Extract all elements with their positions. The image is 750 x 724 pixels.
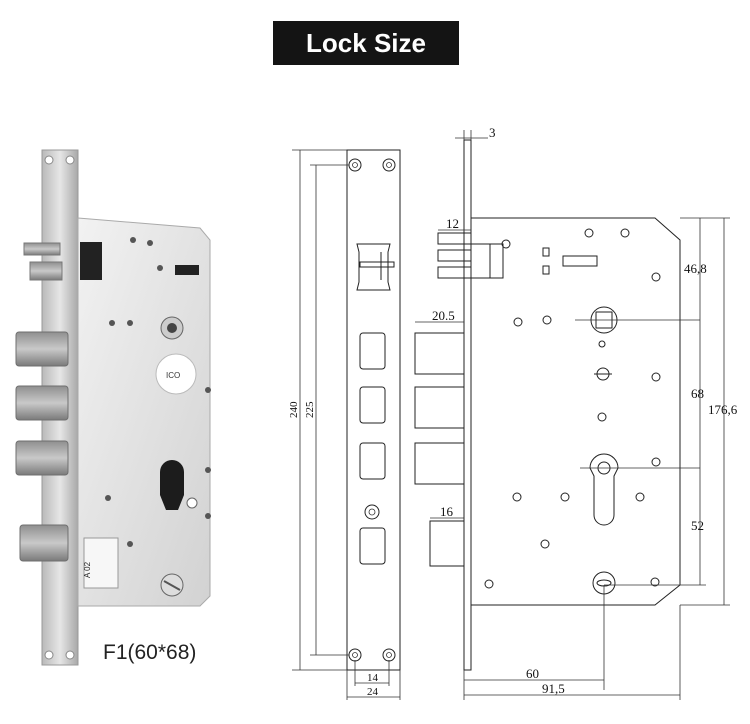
bottom-screw-slot [163, 580, 181, 591]
body-holes [484, 228, 661, 589]
faceplate-hole [44, 155, 54, 165]
faceplate-screw [352, 652, 358, 658]
body-hole [130, 237, 136, 243]
model-label: F1(60*68) [103, 641, 197, 664]
dim-240: 240 [288, 401, 300, 418]
dim-14: 14 [367, 672, 379, 684]
deadbolt [15, 331, 69, 367]
dim-24: 24 [367, 686, 379, 698]
dim-52: 52 [691, 518, 704, 533]
deadbolt [15, 440, 69, 476]
side-deadbolt [414, 332, 465, 375]
dim-68: 68 [691, 386, 704, 401]
latch-pin [359, 261, 395, 268]
side-deadbolt [414, 386, 465, 429]
dim-20-5: 20.5 [432, 308, 455, 323]
dim-16: 16 [440, 504, 454, 519]
side-latch [437, 266, 472, 279]
body-hole [157, 265, 163, 271]
deadbolt [19, 524, 69, 562]
cylinder-hole [160, 460, 184, 510]
faceplate-center-screw [364, 504, 380, 520]
faceplate-hole [44, 650, 54, 660]
latch [29, 261, 63, 281]
dim-3: 3 [489, 125, 496, 140]
brand-sticker-mark: ICO [166, 371, 180, 380]
faceplate-center-screw [368, 508, 376, 516]
faceplate-screw [386, 652, 392, 658]
dim-46-8: 46,8 [684, 261, 707, 276]
faceplate-screw [382, 158, 396, 172]
body-hole [147, 240, 153, 246]
brand-sticker [155, 353, 197, 395]
body-slot [562, 255, 598, 267]
latch-opening [356, 243, 391, 291]
body-outline [470, 217, 681, 606]
dim-12: 12 [446, 216, 459, 231]
body-hole [205, 513, 211, 519]
deadbolt [15, 385, 69, 421]
body-hole [127, 320, 133, 326]
spec-label-text: A 02 [83, 561, 92, 578]
faceplate-screw [386, 162, 392, 168]
dim-60: 60 [526, 666, 539, 681]
spec-label [83, 537, 119, 589]
spindle-hub-inner [167, 323, 177, 333]
body-hole [127, 541, 133, 547]
bolt-opening [359, 386, 386, 424]
cam-hole [186, 497, 198, 509]
body-hole [105, 495, 111, 501]
body-hole [109, 320, 115, 326]
side-latch [437, 249, 472, 262]
side-faceplate [463, 139, 472, 671]
body-hole [205, 467, 211, 473]
body-small-slot [542, 265, 550, 275]
dim-176-6: 176,6 [708, 402, 738, 417]
side-deadbolt [414, 442, 465, 485]
bolt-opening [359, 332, 386, 370]
dim-91-5: 91,5 [542, 681, 565, 696]
page-title: Lock Size [273, 21, 459, 65]
cylinder-profile [589, 453, 619, 526]
faceplate-hole [65, 155, 75, 165]
latch-window [80, 242, 102, 280]
faceplate-screw [352, 162, 358, 168]
bolt-opening [359, 527, 386, 565]
side-deadbolt [429, 520, 465, 567]
faceplate-outline [346, 149, 401, 671]
side-latch [437, 232, 472, 245]
bolt-opening [359, 442, 386, 480]
body-hole [205, 387, 211, 393]
dim-225: 225 [304, 401, 316, 418]
body-small-slot [542, 247, 550, 257]
latch [23, 242, 61, 256]
latch-tail [470, 243, 504, 279]
slot [175, 265, 199, 275]
faceplate-hole [65, 650, 75, 660]
